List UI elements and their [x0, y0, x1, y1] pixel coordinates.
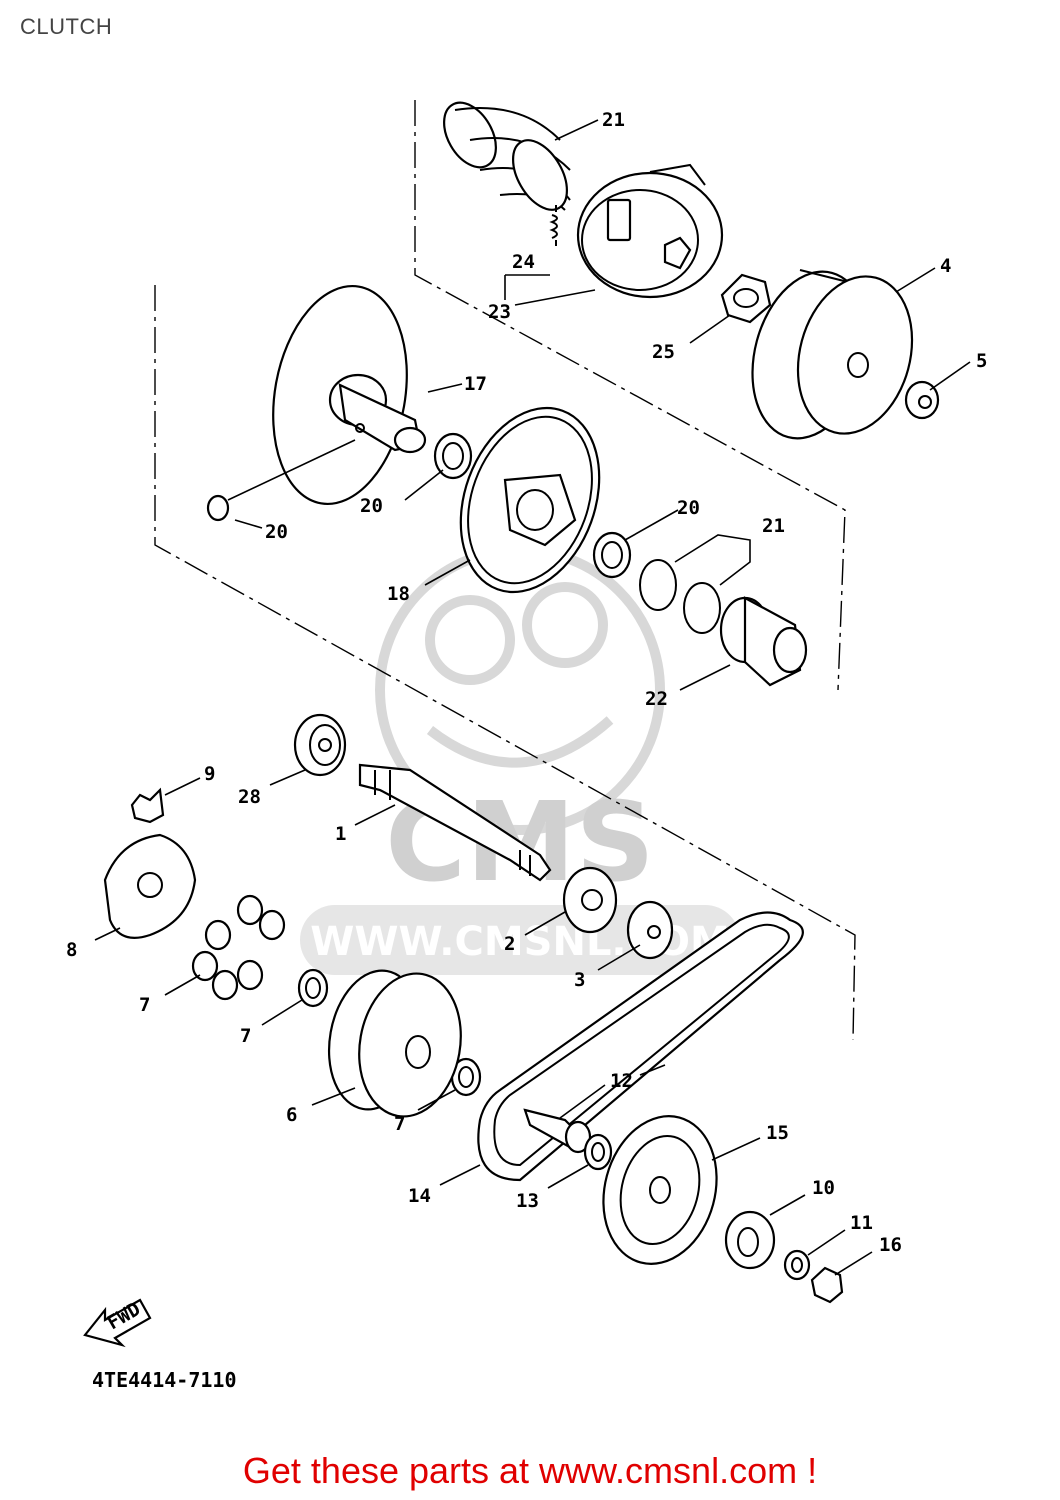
- o-rings: [639, 559, 721, 634]
- diagram-part-code: 4TE4414-7110: [92, 1368, 237, 1392]
- callout-5: 5: [976, 350, 987, 372]
- primary-sliding-sheave: [327, 969, 462, 1118]
- roller-weights: [191, 894, 286, 1001]
- callout-19: 18: [387, 583, 410, 605]
- oil-seal-lower: [592, 531, 632, 579]
- shoe-spring: [549, 205, 558, 246]
- clutch-housing: [751, 269, 914, 440]
- callout-4: 4: [940, 255, 951, 277]
- bearing-lower: [562, 866, 618, 934]
- fixed-sheave-washer: [724, 1210, 776, 1270]
- callout-16: 15: [766, 1122, 789, 1144]
- callout-labels: 21 4 5 24 23 25 17 20 20 20 21 18 22 9 2…: [66, 109, 987, 1256]
- guide-pin: [206, 494, 230, 522]
- oil-seal-upper: [433, 432, 473, 480]
- primary-shaft: [358, 763, 552, 882]
- bearing-collar: [626, 900, 674, 960]
- callout-27: 25: [652, 341, 675, 363]
- callout-9: 8: [66, 939, 77, 961]
- lock-washer: [783, 1249, 811, 1281]
- callout-23: 21: [602, 109, 625, 131]
- callout-7a: 7: [240, 1025, 251, 1047]
- callout-7b: 7: [394, 1113, 405, 1135]
- slider-clip: [130, 787, 165, 824]
- callout-22: 20: [265, 521, 288, 543]
- clutch-carrier: [576, 163, 724, 299]
- callout-10: 9: [204, 763, 215, 785]
- v-belt: [477, 911, 804, 1182]
- clutch-spring: [443, 101, 571, 211]
- bearing-upper: [293, 713, 347, 777]
- callout-8: 7: [139, 994, 150, 1016]
- callout-28: 28: [238, 786, 261, 808]
- callout-20b: 20: [677, 497, 700, 519]
- callout-3: 3: [574, 969, 585, 991]
- callout-2: 2: [504, 933, 515, 955]
- callout-6: 6: [286, 1104, 297, 1126]
- callout-17: 16: [879, 1234, 902, 1256]
- guide-collar: [719, 596, 808, 687]
- callout-21: 21: [762, 515, 785, 537]
- callout-15: 14: [408, 1185, 431, 1207]
- callout-14: 13: [516, 1190, 539, 1212]
- sleeve-collar: [523, 1108, 592, 1154]
- leader-lines: [94, 119, 971, 1276]
- watermark: CMS WWW.CMSNL.COM: [300, 545, 740, 975]
- promo-link[interactable]: Get these parts at www.cmsnl.com !: [242, 1450, 818, 1491]
- callout-26: 24: [512, 251, 535, 273]
- cam-plate: [103, 833, 197, 939]
- washers: [297, 968, 482, 1097]
- callout-18: 17: [464, 373, 487, 395]
- clutch-nut: [720, 273, 772, 324]
- secondary-sliding-sheave: [459, 406, 601, 594]
- housing-nut: [904, 380, 940, 420]
- callout-12: 11: [850, 1212, 873, 1234]
- callout-11: 10: [812, 1177, 835, 1199]
- fwd-arrow-icon: FWD: [83, 1298, 152, 1348]
- assembly-outlines: [154, 100, 856, 1041]
- secondary-fixed-sheave: [272, 284, 427, 506]
- sheave-nut: [810, 1266, 844, 1304]
- page-title: CLUTCH: [20, 14, 113, 39]
- callout-13: 12: [610, 1070, 633, 1092]
- callout-1: 1: [335, 823, 346, 845]
- callout-24: 22: [645, 688, 668, 710]
- primary-fixed-sheave: [602, 1115, 718, 1265]
- sheave-washer: [583, 1133, 613, 1171]
- callout-25: 23: [488, 301, 511, 323]
- callout-20a: 20: [360, 495, 383, 517]
